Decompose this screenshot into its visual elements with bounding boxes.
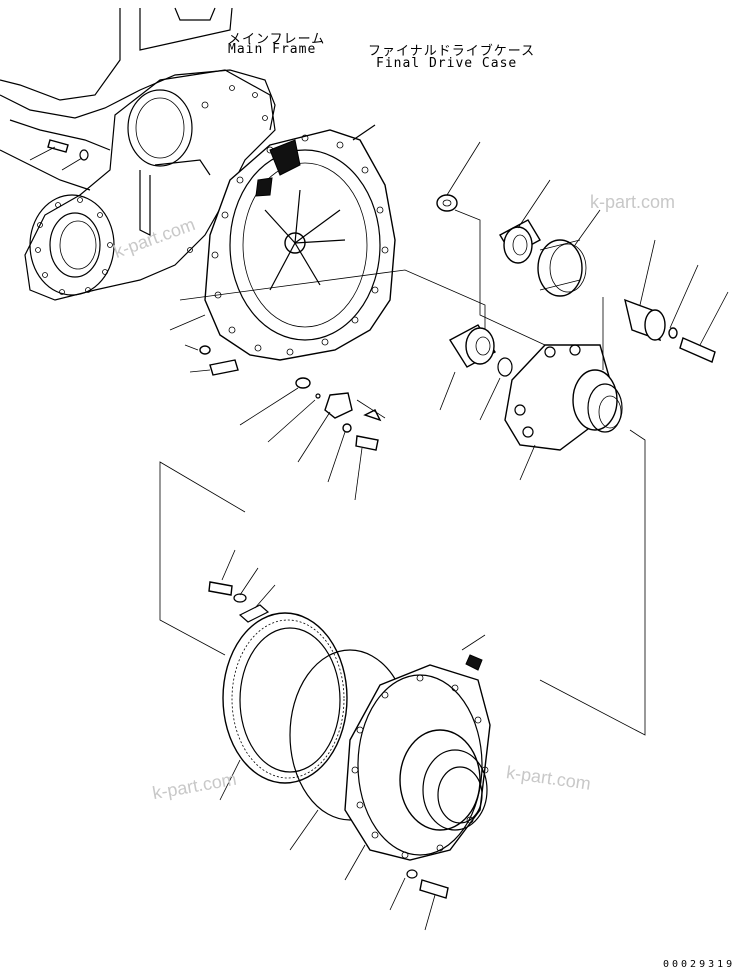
final-drive-case-label-en: Final Drive Case	[376, 56, 518, 71]
final-drive-case-label-jp: ファイナルドライブケース	[368, 44, 536, 59]
document-number: 00029319	[663, 959, 736, 970]
breather-assembly	[239, 377, 386, 501]
case-bolt-and-washer	[184, 344, 239, 376]
main-frame	[0, 7, 276, 301]
hub-parts	[436, 141, 729, 736]
watermark: k-part.com	[590, 192, 676, 212]
main-frame-label-en: Main Frame	[228, 42, 317, 57]
lower-assembly	[159, 461, 491, 931]
main-frame-label-jp: メインフレーム	[228, 32, 326, 47]
final-drive-case	[169, 124, 486, 361]
